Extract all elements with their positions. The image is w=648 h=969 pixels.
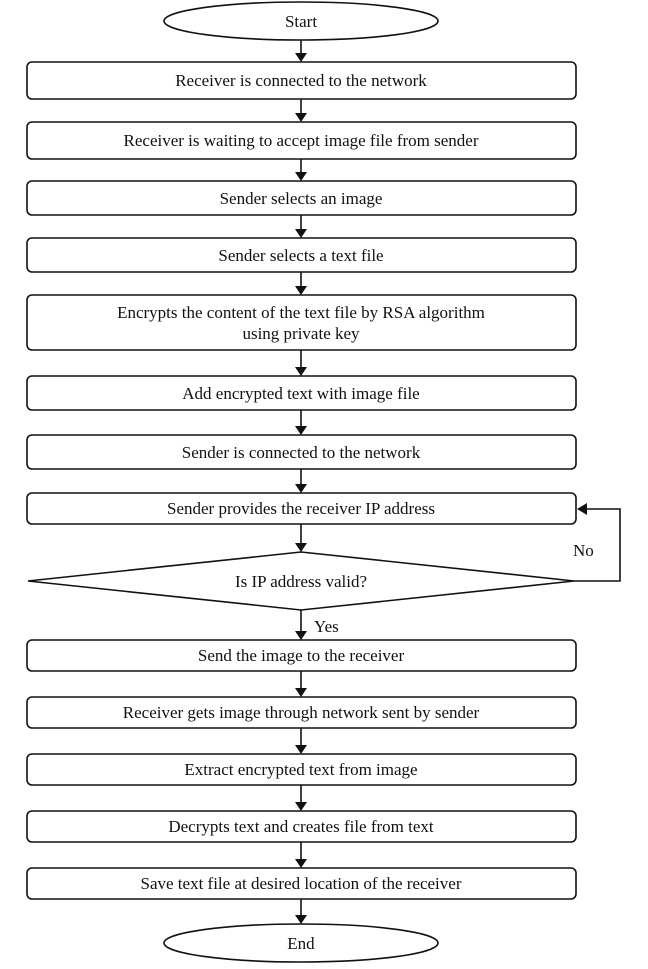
- connector-arrow: [295, 40, 307, 62]
- process-step: Sender provides the receiver IP address: [26, 492, 577, 525]
- connector-arrow: [295, 899, 307, 924]
- process-step: Add encrypted text with image file: [26, 375, 577, 411]
- connector-arrow: [295, 671, 307, 697]
- step-label: Extract encrypted text from image: [184, 760, 417, 779]
- yes-connector-arrow: [295, 610, 307, 640]
- step-label: Receiver is waiting to accept image file…: [124, 131, 479, 150]
- process-step: Extract encrypted text from image: [26, 753, 577, 786]
- connector-arrow: [295, 842, 307, 868]
- step-label: Receiver is connected to the network: [175, 71, 427, 90]
- end-label: End: [287, 934, 315, 953]
- connector-arrow: [295, 469, 307, 493]
- step-label: Sender selects a text file: [218, 246, 383, 265]
- connector-arrow: [295, 524, 307, 552]
- process-step: Sender is connected to the network: [26, 434, 577, 470]
- process-step: Save text file at desired location of th…: [26, 867, 577, 900]
- connector-arrow: [295, 785, 307, 811]
- yes-branch-label: Yes: [314, 617, 339, 636]
- step-label: Sender provides the receiver IP address: [167, 499, 435, 518]
- process-step: Receiver is waiting to accept image file…: [26, 121, 577, 160]
- decision-label: Is IP address valid?: [235, 572, 367, 591]
- no-branch-label: No: [573, 541, 594, 560]
- step-label: Save text file at desired location of th…: [141, 874, 462, 893]
- end-terminal: End: [163, 923, 439, 963]
- step-label: Sender is connected to the network: [182, 443, 421, 462]
- connector-arrow: [295, 272, 307, 295]
- process-step: Decrypts text and creates file from text: [26, 810, 577, 843]
- connector-arrow: [295, 728, 307, 754]
- process-step: Receiver gets image through network sent…: [26, 696, 577, 729]
- step-label: Decrypts text and creates file from text: [168, 817, 434, 836]
- connector-arrow: [295, 215, 307, 238]
- connector-arrow: [295, 159, 307, 181]
- start-label: Start: [285, 12, 317, 31]
- step-label: Receiver gets image through network sent…: [123, 703, 480, 722]
- step-label-line-1: Encrypts the content of the text file by…: [117, 303, 485, 322]
- connector-arrow: [295, 350, 307, 376]
- step-label: Send the image to the receiver: [198, 646, 405, 665]
- process-step: Encrypts the content of the text file by…: [26, 294, 577, 351]
- no-loop-arrow: [574, 503, 621, 582]
- step-label-line-2: using private key: [242, 324, 360, 343]
- process-step: Sender selects a text file: [26, 237, 577, 273]
- process-step: Send the image to the receiver: [26, 639, 577, 672]
- decision-diamond: Is IP address valid?: [27, 551, 575, 611]
- step-label: Add encrypted text with image file: [182, 384, 419, 403]
- process-step: Sender selects an image: [26, 180, 577, 216]
- step-label: Sender selects an image: [220, 189, 383, 208]
- connector-arrow: [295, 410, 307, 435]
- process-step: Receiver is connected to the network: [26, 61, 577, 100]
- start-terminal: Start: [163, 1, 439, 41]
- connector-arrow: [295, 99, 307, 122]
